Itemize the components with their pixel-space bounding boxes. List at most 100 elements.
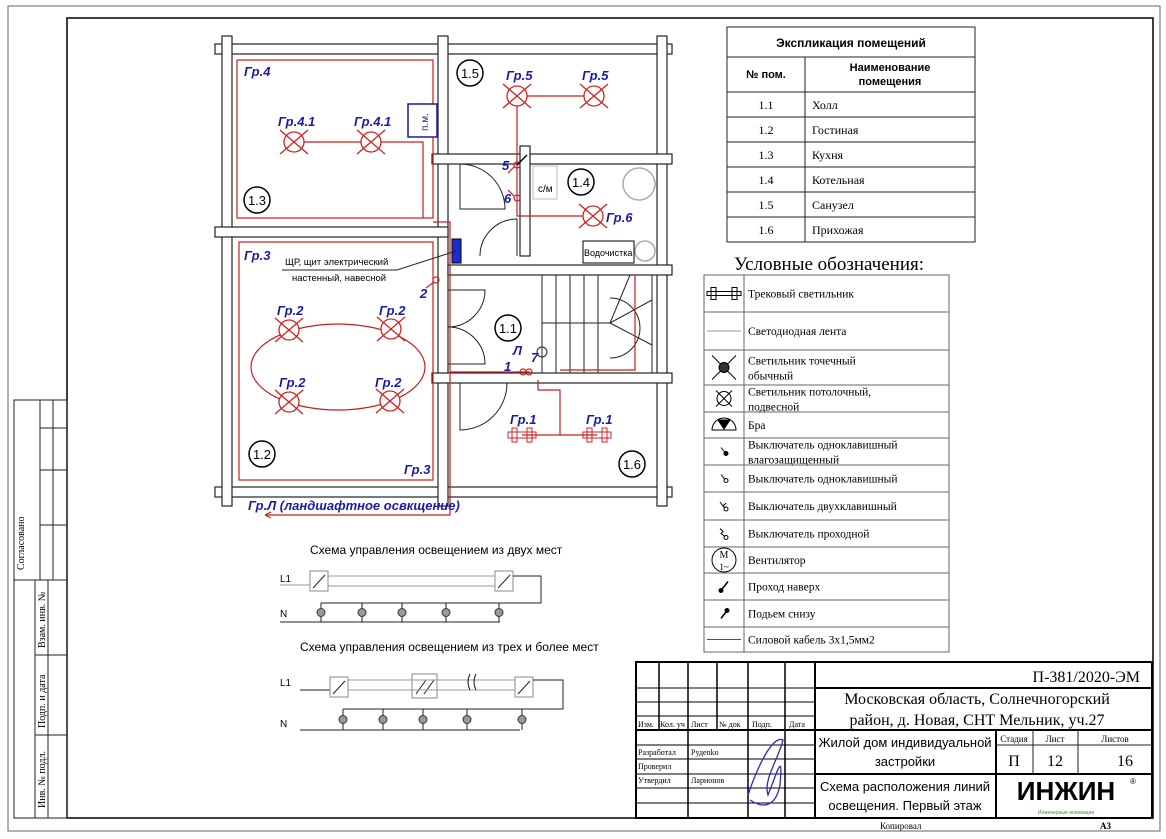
track-light-icon bbox=[507, 427, 537, 443]
lamp-icon bbox=[378, 715, 388, 724]
legend-label: Светодиодная лента bbox=[748, 326, 846, 338]
room-num-cell: 1.3 bbox=[759, 148, 774, 162]
legend-label: Выключатель одноклавишный bbox=[748, 474, 898, 486]
room-name-cell: Холл bbox=[812, 98, 838, 112]
lamp-icon bbox=[517, 715, 527, 724]
group-label-g3: Гр.3 bbox=[244, 248, 271, 263]
room-name-cell: Санузел bbox=[812, 198, 854, 212]
switch-label-l: Л bbox=[512, 343, 523, 358]
group-label-g5: Гр.5 bbox=[506, 68, 533, 83]
lamp-icon bbox=[462, 715, 472, 724]
ceiling-light-icon bbox=[279, 129, 309, 155]
pm-box bbox=[407, 103, 438, 138]
electrical-panel bbox=[451, 238, 462, 264]
sign-date-label: Подп. и дата bbox=[37, 674, 48, 728]
room-num-cell: 1.6 bbox=[759, 223, 774, 237]
room-number: 1.4 bbox=[572, 175, 590, 190]
explication-title: Экспликация помещений bbox=[776, 36, 926, 50]
lamp-icon bbox=[418, 715, 428, 724]
group-label-g3: Гр.3 bbox=[404, 462, 431, 477]
room-markers: 1.11.21.31.41.51.6 bbox=[243, 59, 646, 478]
tb-col-header: № док bbox=[719, 720, 741, 729]
riser-from-below-icon bbox=[720, 608, 730, 619]
legend-label: Выключатель одноклавишный bbox=[748, 440, 898, 452]
panel-label-1: ЩР, щит электрический bbox=[285, 257, 388, 268]
legend-label: Вентилятор bbox=[748, 555, 806, 567]
sheet-title-2: освещения. Первый этаж bbox=[828, 798, 982, 813]
fixtures bbox=[274, 83, 609, 415]
group-label-g2: Гр.2 bbox=[379, 303, 406, 318]
sconce-icon bbox=[711, 417, 737, 431]
sheets-header: Листов bbox=[1101, 734, 1128, 744]
legend-label: Светильник потолочный, bbox=[748, 387, 871, 399]
group-label-landscape: Гр.Л (ландшафтное освкщение) bbox=[248, 498, 460, 513]
boiler bbox=[622, 167, 656, 201]
legend-label: Выключатель проходной bbox=[748, 529, 869, 541]
door-boiler bbox=[479, 218, 518, 257]
object-line-1: Жилой дом индивидуальной bbox=[818, 735, 991, 750]
fan-icon: M1~ bbox=[711, 547, 737, 573]
ceiling-light-icon bbox=[274, 317, 304, 343]
registered-mark: ® bbox=[1130, 777, 1136, 786]
group-label-g4: Гр.4 bbox=[244, 64, 271, 79]
room-marker bbox=[618, 450, 646, 478]
inv-podl-label: Инв. № подл. bbox=[37, 751, 48, 808]
riser-up-icon bbox=[718, 581, 729, 593]
group-label-g1: Гр.1 bbox=[586, 412, 612, 427]
switch-single-icon bbox=[720, 474, 729, 483]
lamp-icon bbox=[338, 715, 348, 724]
room-num-cell: 1.1 bbox=[759, 98, 774, 112]
fan-phase-label: 1~ bbox=[719, 562, 729, 572]
legend-label: Выключатель двухклавишный bbox=[748, 501, 897, 513]
group-label-g41: Гр.4.1 bbox=[278, 114, 315, 129]
tb-col-header: Изм. bbox=[638, 720, 654, 729]
room-num-cell: 1.5 bbox=[759, 198, 774, 212]
ceiling-light-icon bbox=[356, 129, 386, 155]
scheme-two-title: Схема управления освещением из двух мест bbox=[310, 543, 563, 557]
ceiling-light-icon bbox=[502, 83, 532, 109]
side-stamp: Согласовано Взам. инв. № Подп. и дата Ин… bbox=[13, 399, 68, 819]
lamp-icon bbox=[357, 608, 367, 617]
tb-role: Разработал bbox=[638, 748, 676, 757]
room-number: 1.1 bbox=[499, 321, 517, 336]
agreed-label: Согласовано bbox=[16, 516, 27, 570]
address-line-1: Московская область, Солнечногорский bbox=[844, 691, 1110, 708]
switch-label-6: 6 bbox=[504, 191, 512, 206]
track-light-icon bbox=[706, 287, 742, 300]
door-bathroom bbox=[459, 163, 506, 210]
washing-machine-label: с/м bbox=[538, 184, 553, 195]
stage-header: Стадия bbox=[1000, 734, 1027, 744]
fan-m-label: M bbox=[720, 550, 729, 561]
lamp-icon bbox=[316, 608, 326, 617]
room-number: 1.2 bbox=[253, 447, 271, 462]
signature bbox=[747, 738, 784, 806]
legend-title: Условные обозначения: bbox=[734, 254, 924, 275]
n-label: N bbox=[280, 609, 287, 620]
switch-waterproof-icon bbox=[720, 447, 729, 456]
room-marker bbox=[494, 314, 522, 342]
inv-vz-label: Взам. инв. № bbox=[37, 592, 48, 648]
switch-passthrough-icon bbox=[719, 528, 729, 540]
object-line-2: застройки bbox=[875, 754, 935, 769]
switch-label-1: 1 bbox=[504, 359, 511, 374]
tb-col-header: Кол. уч bbox=[660, 720, 685, 729]
group-label-g41: Гр.4.1 bbox=[354, 114, 391, 129]
group-label-g6: Гр.6 bbox=[606, 210, 633, 225]
spot-light-icon bbox=[711, 355, 737, 380]
ceiling-light-icon bbox=[579, 83, 609, 109]
led-strip-living bbox=[238, 241, 434, 481]
tb-col-header: Подп. bbox=[752, 720, 772, 729]
lamp-icon bbox=[441, 608, 451, 617]
company-logo: ИНЖИН bbox=[1017, 776, 1115, 806]
staircase bbox=[536, 274, 653, 374]
led-strip-oval bbox=[250, 323, 426, 411]
tb-col-header: Дата bbox=[789, 720, 805, 729]
room-marker bbox=[567, 168, 595, 196]
ceiling-light-icon bbox=[274, 389, 304, 415]
sheet-value: 12 bbox=[1047, 753, 1063, 770]
room-marker bbox=[248, 440, 276, 468]
sheet-title-1: Схема расположения линий bbox=[820, 779, 990, 794]
legend-label-line2: влагозащищенный bbox=[748, 455, 839, 467]
